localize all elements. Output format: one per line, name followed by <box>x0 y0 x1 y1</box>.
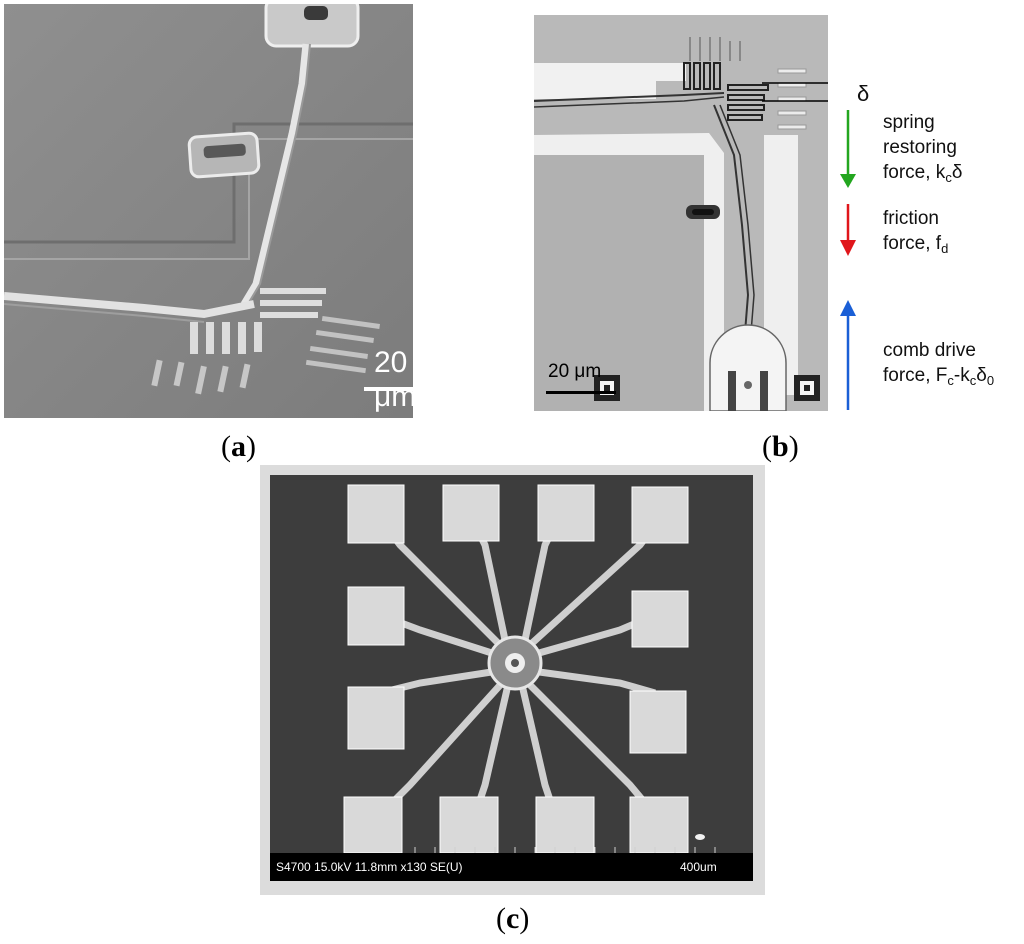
panel-a-graphic <box>4 4 413 418</box>
sem-info-left: S4700 15.0kV 11.8mm x130 SE(U) <box>276 860 463 874</box>
panel-a-scale-label: 20 μm <box>374 346 413 413</box>
friction-arrow-head <box>840 240 856 256</box>
panel-b-micrograph: 20 μm <box>534 15 828 411</box>
comb-force-label: comb drive force, Fc-kcδ0 <box>883 338 994 388</box>
panel-b-scale-label: 20 μm <box>548 361 602 382</box>
spring-line1: spring <box>883 112 935 133</box>
delta-label: δ <box>857 81 870 106</box>
caption-b: (b) <box>762 430 799 463</box>
spring-force-label: spring restoring force, kcδ <box>883 110 962 185</box>
spring-line3: force, kcδ <box>883 162 963 185</box>
friction-line2: force, fd <box>883 233 949 256</box>
friction-force-label: friction force, fd <box>883 206 948 256</box>
sem-info-bar: S4700 15.0kV 11.8mm x130 SE(U) 400um <box>270 853 753 881</box>
comb-arrow-head <box>840 300 856 316</box>
comb-line1: comb drive <box>883 340 976 361</box>
caption-a: (a) <box>221 430 256 463</box>
spring-arrow-head <box>840 174 856 188</box>
friction-line1: friction <box>883 208 939 229</box>
comb-line2: force, Fc-kcδ0 <box>883 365 995 388</box>
panel-a-sem-image: 20 μm <box>4 4 413 418</box>
panel-b-graphic <box>534 15 828 411</box>
panel-c-sem-image <box>260 465 765 895</box>
caption-c: (c) <box>496 902 530 935</box>
panel-c-graphic <box>270 475 753 854</box>
force-arrows <box>840 110 856 410</box>
sem-info-right: 400um <box>680 860 717 874</box>
spring-line2: restoring <box>883 137 957 158</box>
